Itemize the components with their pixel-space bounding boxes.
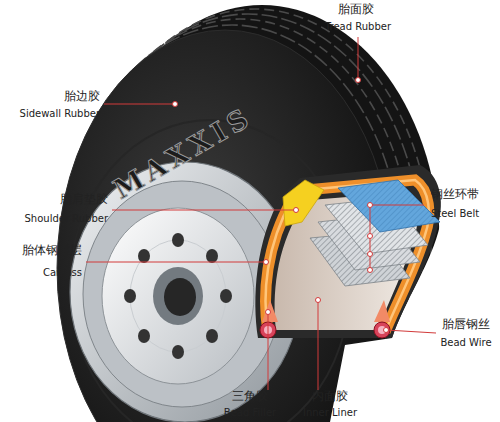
part-name-en: Bead Filler	[224, 407, 276, 419]
belt-hatch	[338, 180, 440, 232]
leader-dot	[368, 203, 373, 208]
leader-line	[370, 205, 424, 206]
part-name-zh: 胎唇钢丝	[442, 318, 490, 332]
steel-belt-top	[338, 180, 440, 232]
leader-dot	[368, 234, 373, 239]
lug-hole	[206, 249, 218, 263]
leader-line	[386, 330, 436, 333]
part-name-zh: 钢丝环带	[431, 188, 479, 202]
lug-hole	[172, 233, 184, 247]
part-name-zh: 胎面胶	[338, 3, 374, 17]
leader-dot	[173, 102, 178, 107]
part-name-en: Steel Belt	[431, 208, 479, 220]
leader-dot	[384, 328, 389, 333]
lug-hole	[138, 329, 150, 343]
brand-text: MAXXIS	[108, 101, 258, 205]
leader-line	[112, 210, 296, 211]
part-name-zh: 胎边胶	[64, 90, 100, 104]
lug-hole	[220, 289, 232, 303]
lug-hole	[124, 289, 136, 303]
leader-dot	[294, 208, 299, 213]
bead-filler	[262, 300, 278, 322]
hub-hole	[164, 278, 196, 316]
leader-dot	[368, 252, 373, 257]
bolt-circle	[130, 240, 226, 352]
leader-dot	[368, 268, 373, 273]
leader-dot	[264, 260, 269, 265]
shoulder-rubber	[283, 180, 324, 226]
lug-hole	[172, 345, 184, 359]
hub	[153, 267, 203, 325]
leader-line	[358, 37, 359, 80]
part-name-en: Inner Liner	[303, 407, 357, 419]
lug-hole	[138, 249, 150, 263]
leader-line	[104, 104, 175, 105]
rim-well	[83, 181, 281, 407]
bead-wire	[374, 322, 390, 338]
leader-dot	[356, 78, 361, 83]
part-name-en: Carcass	[43, 267, 82, 279]
part-name-zh: 胎体钢丝层	[22, 244, 82, 258]
part-name-zh: 胎肩垫胶	[60, 193, 108, 207]
section-rubber	[255, 165, 441, 338]
part-name-en: Bead Wire	[440, 337, 491, 349]
part-name-en: Shoulder Rubber	[24, 213, 108, 225]
bead-filler	[374, 300, 390, 322]
leader-dot	[266, 310, 271, 315]
leader-line	[86, 262, 266, 263]
wheel-disc	[102, 208, 254, 384]
leader-line	[268, 312, 269, 390]
part-name-en: Tread Rubber	[325, 21, 391, 33]
leader-line	[318, 300, 319, 390]
part-name-en: Sidewall Rubber	[20, 108, 100, 120]
part-name-zh: 内面胶	[312, 390, 348, 404]
lug-hole	[206, 329, 218, 343]
leader-dot	[316, 298, 321, 303]
part-name-zh: 三角胶	[232, 390, 268, 404]
